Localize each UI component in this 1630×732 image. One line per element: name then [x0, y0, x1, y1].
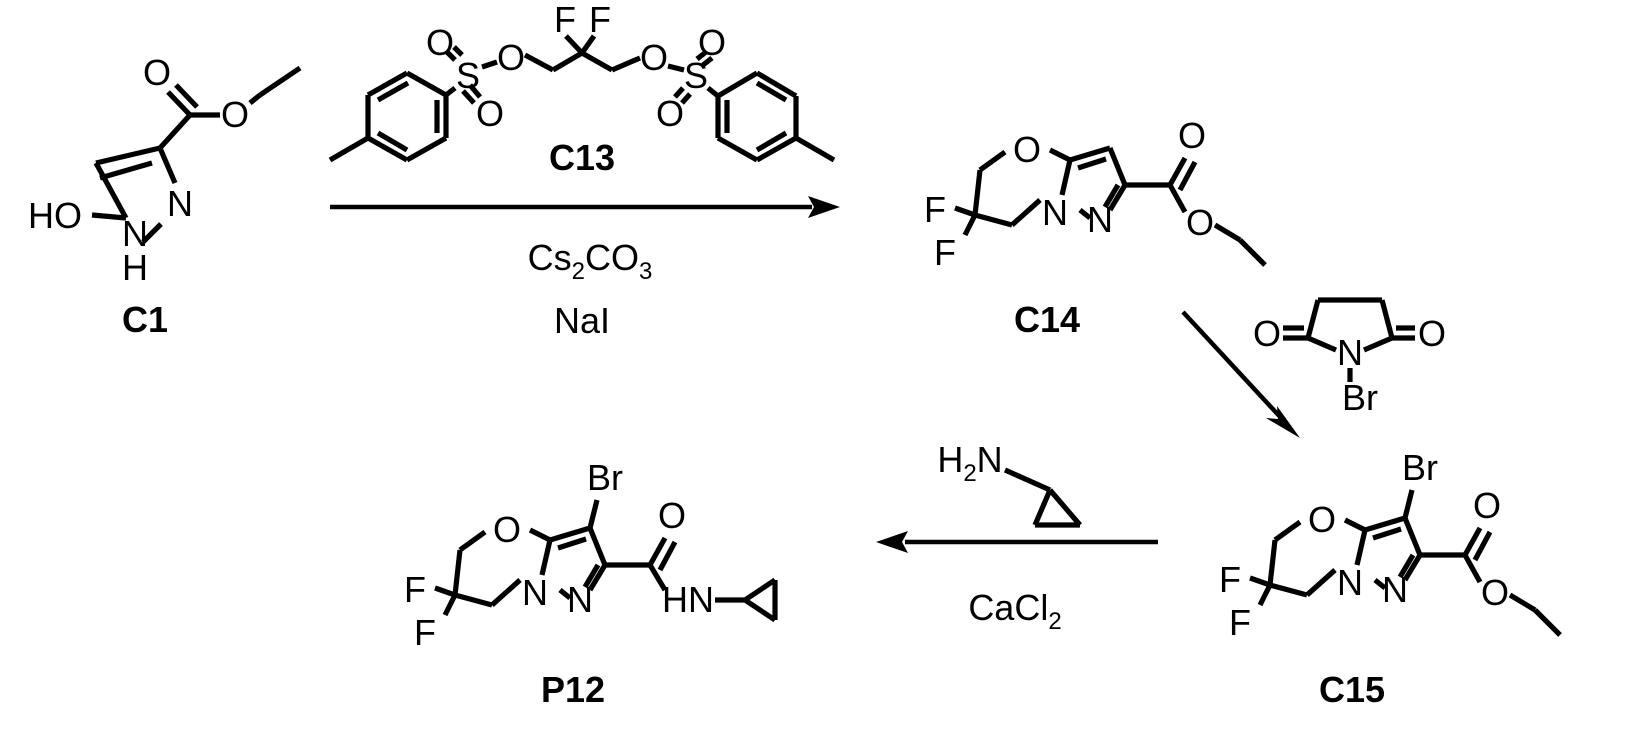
p12-atom-f: F — [404, 569, 426, 610]
compound-p12: O F F N N Br O HN P12 — [404, 457, 775, 710]
reagent-amine-sub2: 2 — [963, 460, 976, 487]
c15-atom-br: Br — [1402, 447, 1438, 488]
c1-atom-n: N — [167, 183, 193, 224]
compound-label-p12: P12 — [541, 669, 605, 710]
c15-atom-n: N — [1337, 562, 1363, 603]
c14-atom-n: N — [1042, 192, 1068, 233]
reagent-cs2co3-sub2: 2 — [572, 258, 585, 285]
compound-c15: O F F N N Br O O C15 — [1219, 447, 1560, 710]
reagent-amine-n: N — [977, 439, 1003, 480]
c13-atom-o: O — [640, 37, 668, 78]
c1-atom-ho: HO — [28, 195, 82, 236]
reagent-nai: NaI — [554, 300, 610, 341]
reaction-arrow-3 — [876, 531, 1158, 553]
amine-bonds — [1005, 470, 1080, 525]
c14-atom-o: O — [1186, 202, 1214, 243]
nbs-atom-o: O — [1418, 313, 1446, 354]
c1-atom-h: H — [122, 247, 148, 288]
c13-atom-f: F — [554, 0, 576, 40]
c1-atom-o: O — [221, 94, 249, 135]
reagent-cacl2-main: CaCl — [968, 587, 1048, 628]
compound-label-c13: C13 — [549, 137, 615, 178]
c14-atom-f: F — [924, 189, 946, 230]
c13-atom-o: O — [698, 22, 726, 63]
c13-atom-o: O — [426, 22, 454, 63]
c15-atom-f: F — [1219, 559, 1241, 600]
reagent-cyclopropylamine: H2N — [937, 439, 1080, 525]
c15-atom-o: O — [1308, 499, 1336, 540]
c13-atom-o: O — [476, 93, 504, 134]
p12-atom-o: O — [658, 495, 686, 536]
p12-atom-br: Br — [587, 457, 623, 498]
p12-atom-o: O — [493, 509, 521, 550]
reagent-cacl2: CaCl2 — [968, 587, 1061, 635]
c1-atom-o: O — [143, 52, 171, 93]
c13-atom-s: S — [456, 55, 480, 96]
c14-atom-n: N — [1087, 199, 1113, 240]
nbs-atom-n: N — [1337, 332, 1363, 373]
nbs-atom-o: O — [1253, 313, 1281, 354]
nbs-atom-br: Br — [1342, 377, 1378, 418]
c14-atom-o: O — [1013, 129, 1041, 170]
c13-atom-o: O — [497, 37, 525, 78]
p12-atom-hn: HN — [662, 579, 714, 620]
p12-atom-n: N — [522, 572, 548, 613]
reaction-arrow-1 — [330, 196, 840, 218]
c15-atom-n: N — [1382, 569, 1408, 610]
reagent-nbs: O O N Br — [1253, 300, 1446, 418]
reagent-cacl2-sub: 2 — [1048, 608, 1061, 635]
reagent-amine-h2n: H2N — [937, 439, 1002, 487]
reaction-arrow-2 — [1183, 312, 1300, 438]
compound-label-c14: C14 — [1014, 299, 1080, 340]
c15-atom-f: F — [1229, 602, 1251, 643]
compound-c13: F F O O S S O O O O C13 — [330, 0, 834, 178]
reagent-cs2co3-sub3: 3 — [639, 258, 652, 285]
compound-label-c1: C1 — [122, 299, 168, 340]
compound-c14: O F F N N O O C14 — [924, 115, 1265, 340]
compound-label-c15: C15 — [1319, 669, 1385, 710]
reagent-amine-h: H — [937, 439, 963, 480]
p12-atom-n: N — [567, 579, 593, 620]
c13-atom-f: F — [589, 0, 611, 40]
c13-atom-o: O — [656, 93, 684, 134]
p12-atom-f: F — [414, 612, 436, 653]
p12-bonds — [435, 500, 775, 620]
reagent-cs2co3: Cs2CO3 — [528, 237, 653, 285]
c14-atom-o: O — [1178, 115, 1206, 156]
c15-atom-o: O — [1473, 485, 1501, 526]
c15-atom-o: O — [1481, 572, 1509, 613]
compound-c1: O O N N H HO C1 — [28, 52, 300, 340]
reagent-cs2co3-cs: Cs — [528, 237, 572, 278]
c14-atom-f: F — [934, 232, 956, 273]
c15-bonds — [1250, 490, 1560, 635]
reagent-cs2co3-co: CO — [585, 237, 639, 278]
